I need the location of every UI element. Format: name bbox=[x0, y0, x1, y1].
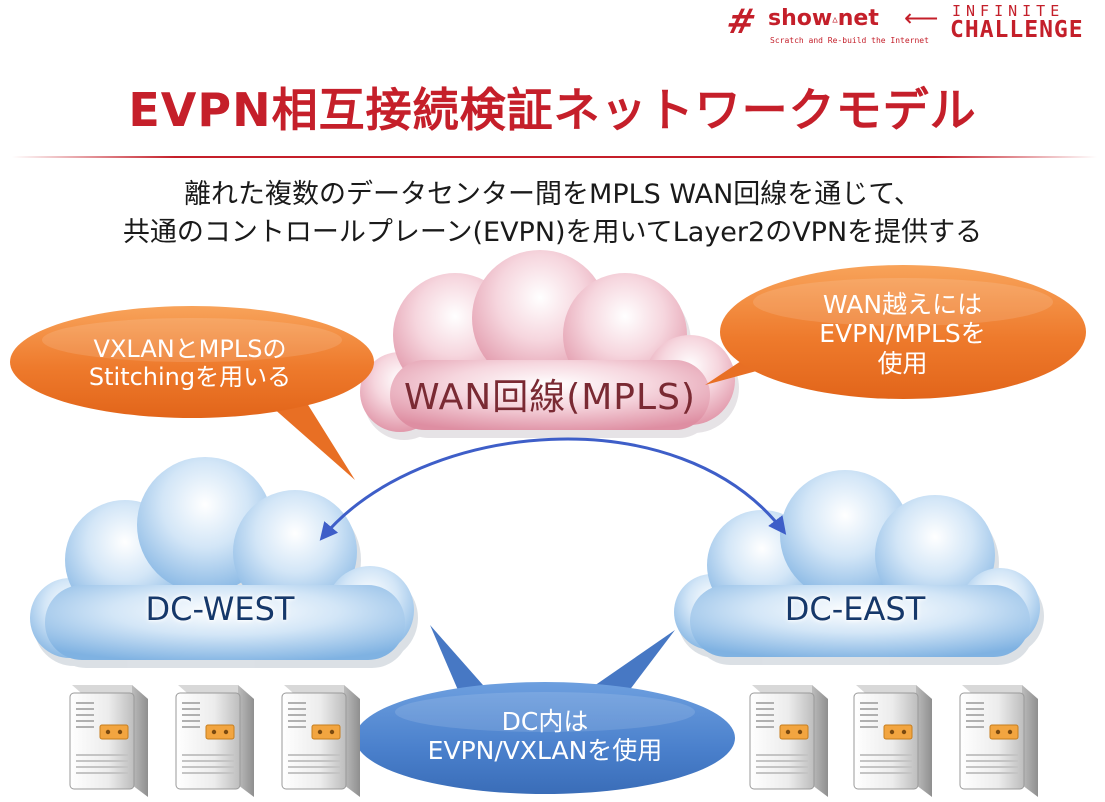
bottom-callout-bubble bbox=[355, 625, 735, 794]
logo-arrow-icon: ⟵ bbox=[904, 4, 939, 32]
dc-west-label: DC-WEST bbox=[145, 590, 295, 628]
dc-west-cloud-icon bbox=[30, 457, 418, 668]
bottom-callout-line-1: DC内は bbox=[501, 707, 589, 736]
left-callout-text: VXLANとMPLSの Stitchingを用いる bbox=[20, 335, 360, 391]
server-rack-icon bbox=[281, 685, 360, 797]
title-divider bbox=[12, 156, 1097, 158]
logo-dot: ▵ bbox=[832, 12, 838, 26]
right-callout-line-1: WAN越えには bbox=[822, 290, 983, 319]
dc-east-cloud-icon bbox=[674, 470, 1044, 665]
subtitle-line-1: 離れた複数のデータセンター間をMPLS WAN回線を通じて、 bbox=[184, 179, 921, 210]
right-callout-line-2: EVPN/MPLSを bbox=[819, 319, 986, 349]
subtitle-line-2: 共通のコントロールプレーン(EVPN)を用いてLayer2のVPNを提供する bbox=[122, 217, 983, 248]
logo-show-text: show bbox=[768, 6, 833, 31]
server-rack-icon bbox=[853, 685, 932, 797]
right-callout-text: WAN越えには EVPN/MPLSを 使用 bbox=[725, 290, 1080, 378]
wan-cloud-label: WAN回線(MPLS) bbox=[404, 377, 696, 418]
bidirectional-arrow-icon bbox=[319, 437, 787, 541]
left-callout-bubble bbox=[10, 306, 374, 480]
right-callout-bubble bbox=[705, 265, 1086, 399]
wan-cloud-icon bbox=[360, 250, 739, 440]
server-rack-icon bbox=[959, 685, 1038, 797]
server-rack-icon bbox=[749, 685, 828, 797]
left-callout-line-1: VXLANとMPLSの bbox=[93, 335, 287, 363]
server-rack-icon bbox=[175, 685, 254, 797]
dc-east-label: DC-EAST bbox=[784, 590, 926, 628]
bottom-callout-text: DC内は EVPN/VXLANを使用 bbox=[350, 707, 740, 766]
logo-tagline: Scratch and Re-build the Internet bbox=[770, 36, 929, 45]
left-callout-line-2: Stitchingを用いる bbox=[88, 363, 292, 392]
logo-net-text: net bbox=[837, 6, 879, 31]
logo-infinite-text: INFINITE bbox=[952, 2, 1065, 20]
bottom-callout-line-2: EVPN/VXLANを使用 bbox=[427, 736, 663, 766]
right-callout-line-3: 使用 bbox=[877, 348, 928, 378]
logo-challenge-text: CHALLENGE bbox=[950, 17, 1084, 43]
page-title: EVPN相互接続検証ネットワークモデル bbox=[128, 83, 977, 137]
server-rack-icon bbox=[69, 685, 148, 797]
logo-wordmark: show▵net bbox=[768, 6, 879, 31]
